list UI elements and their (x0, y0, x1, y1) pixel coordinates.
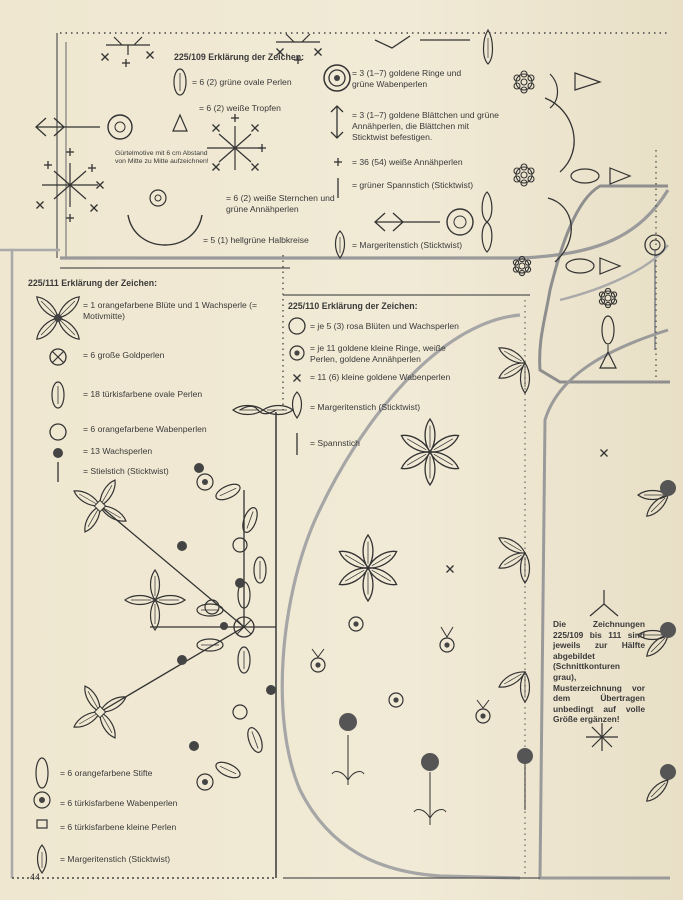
legend-109-item-1: = 6 (2) grüne ovale Perlen (192, 77, 292, 87)
legend-110-item-4: = Margeritenstich (Sticktwist) (310, 402, 421, 412)
legend-111-item-2: = 6 große Goldperlen (83, 350, 165, 360)
legend-111-title: 225/111 Erklärung der Zeichen: (28, 278, 158, 288)
legend-109-title: 225/109 Erklärung der Zeichen: (174, 52, 305, 62)
legend-109-item-7: = 36 (54) weiße Annähperlen (352, 157, 463, 167)
legend-110-item-3: = 11 (6) kleine goldene Wabenperlen (310, 372, 451, 382)
legend-110-title: 225/110 Erklärung der Zeichen: (288, 301, 418, 311)
legend-111-item-9: = 6 türkisfarbene kleine Perlen (60, 822, 177, 832)
legend-110-item-1: = je 5 (3) rosa Blüten und Wachsperlen (310, 321, 459, 331)
legend-109-item-4: = 5 (1) hellgrüne Halbkreise (203, 235, 309, 245)
legend-111-item-5: = 13 Wachsperlen (83, 446, 153, 456)
legend-111-item-7: = 6 orangefarbene Stifte (60, 768, 153, 778)
legend-109-item-6: = 3 (1–7) goldene Blättchen und grüne An… (352, 110, 499, 142)
half-pattern-note: Die Zeichnungen 225/109 bis 111 sind jew… (553, 619, 645, 725)
belt-motif-note: Gürtelmotive mit 6 cm Abstand von Mitte … (115, 150, 209, 166)
legend-111-item-10: = Margeritenstich (Sticktwist) (60, 854, 171, 864)
legend-111-item-1: = 1 orangefarbene Blüte und 1 Wachsperle… (83, 300, 258, 321)
legend-110-item-2: = je 11 goldene kleine Ringe, weiße Perl… (310, 343, 446, 364)
page-number: 44 (30, 872, 41, 882)
legend-109-item-9: = Margeritenstich (Sticktwist) (352, 240, 463, 250)
legend-111-item-6: = Stielstich (Sticktwist) (83, 466, 169, 476)
legend-111-item-8: = 6 türkisfarbene Wabenperlen (60, 798, 178, 808)
legend-109-item-2: = 6 (2) weiße Tropfen (199, 103, 281, 113)
legend-109-item-5: = 3 (1–7) goldene Ringe und grüne Wabenp… (352, 68, 462, 89)
legend-109-item-8: = grüner Spannstich (Sticktwist) (352, 180, 474, 190)
legend-109-item-3: = 6 (2) weiße Sternchen und grüne Annähp… (226, 193, 335, 214)
legend-111-item-4: = 6 orangefarbene Wabenperlen (83, 424, 207, 434)
legend-110-item-5: = Spannstich (310, 438, 360, 448)
legend-111-item-3: = 18 türkisfarbene ovale Perlen (83, 389, 203, 399)
